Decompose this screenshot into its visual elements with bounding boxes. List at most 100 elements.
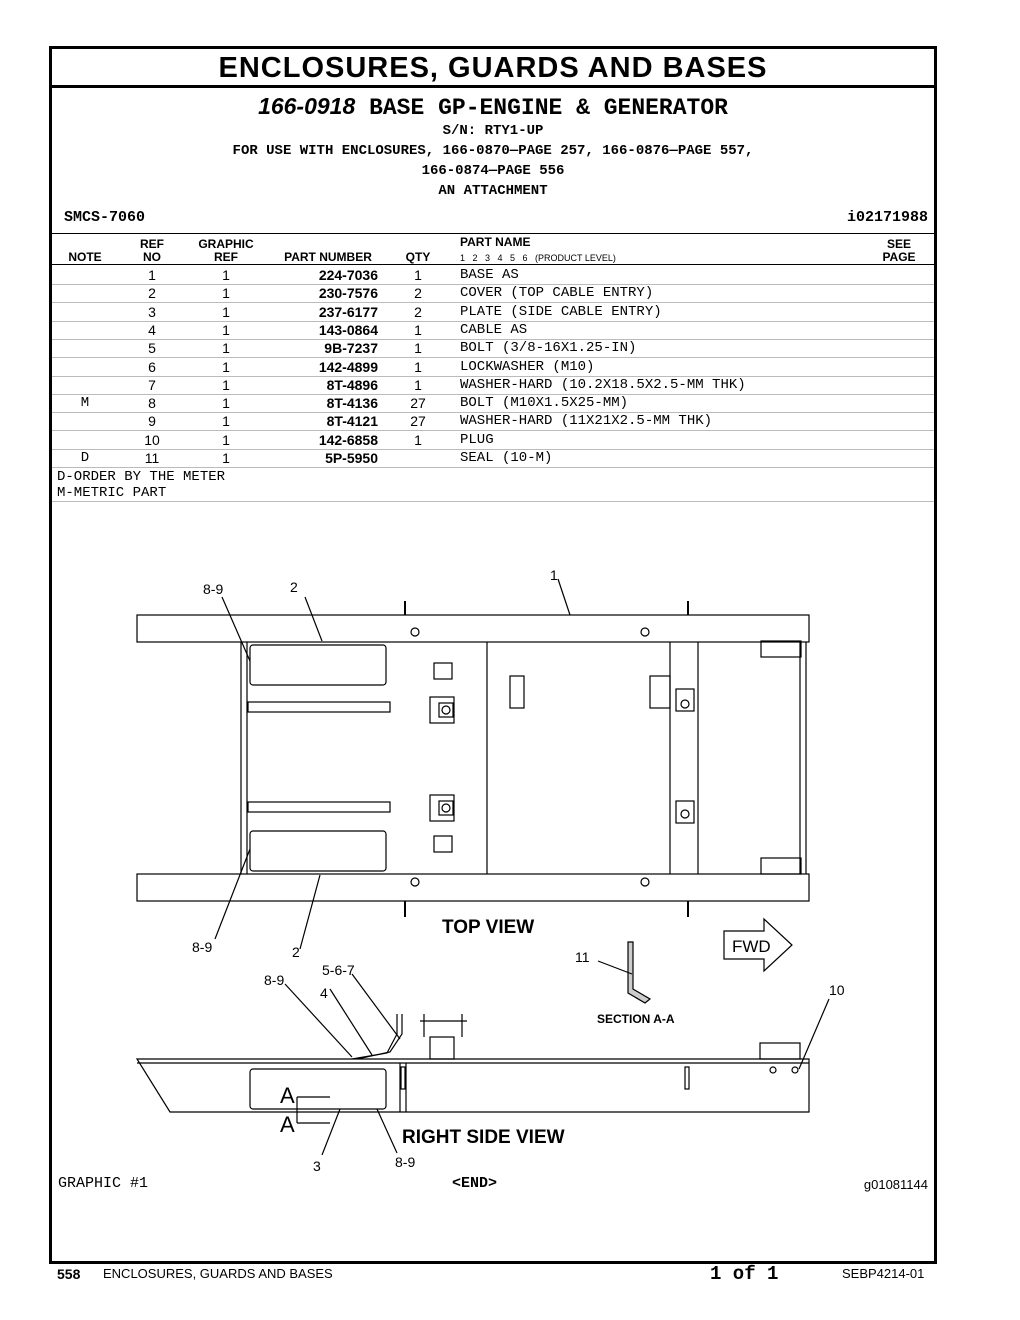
cell-ref: 8 [148, 395, 156, 412]
cell-pn: 142-6858 [318, 431, 378, 448]
cell-qty: 1 [414, 376, 422, 393]
table-row: 3 1 237-6177 2 PLATE (SIDE CABLE ENTRY) [52, 303, 934, 322]
callout-4: 4 [320, 985, 328, 1001]
callout-5-6-7: 5-6-7 [322, 962, 355, 978]
cell-name: BOLT (3/8-16X1.25-IN) [460, 340, 637, 357]
cell-pn: 9B-7237 [324, 340, 378, 357]
callout-8-9-side: 8-9 [264, 972, 284, 988]
section-title-box: ENCLOSURES, GUARDS AND BASES [52, 49, 934, 88]
header-ref-top: REF [140, 237, 164, 251]
cell-pn: 143-0864 [318, 321, 378, 338]
cell-note: D [80, 450, 90, 466]
header-see-top: SEE [886, 237, 911, 251]
footer-doc-number: SEBP4214-01 [842, 1266, 925, 1281]
header-ref-bottom: NO [143, 250, 161, 264]
cell-pn: 230-7576 [318, 285, 378, 302]
header-note: NOTE [68, 250, 102, 264]
note-d: D-ORDER BY THE METER [57, 469, 226, 485]
cell-qty: 27 [410, 395, 426, 412]
cell-qty: 1 [414, 321, 422, 338]
footer-page-of: 1 of 1 [710, 1263, 779, 1285]
smcs-code: SMCS-7060 [64, 209, 146, 226]
header-part-name: PART NAME [460, 235, 531, 249]
section-marker-a-top: A [280, 1083, 295, 1108]
footer-page-number: 558 [57, 1266, 81, 1282]
table-row: 6 1 142-4899 1 LOCKWASHER (M10) [52, 358, 934, 377]
cell-qty: 27 [410, 413, 426, 430]
cell-note: M [80, 395, 90, 412]
callout-8-9-bottom: 8-9 [192, 939, 212, 955]
callout-1: 1 [550, 567, 558, 583]
cell-qty: 1 [414, 340, 422, 357]
cell-graphic: 1 [222, 285, 230, 302]
cell-qty: 1 [414, 431, 422, 448]
cell-ref: 6 [148, 358, 156, 375]
usage-line-2: 166-0874—PAGE 556 [421, 163, 565, 179]
end-label: <END> [452, 1175, 498, 1192]
section-marker-a-bottom: A [280, 1112, 295, 1137]
cell-ref: 9 [148, 413, 156, 430]
cell-name: LOCKWASHER (M10) [460, 358, 595, 375]
cell-ref: 2 [148, 285, 156, 302]
callout-11: 11 [575, 949, 590, 965]
cell-ref: 11 [144, 450, 160, 466]
header-part-number: PART NUMBER [284, 250, 372, 264]
notes-rule [52, 501, 934, 502]
cell-name: WASHER-HARD (10.2X18.5X2.5-MM THK) [460, 376, 746, 393]
cell-name: BASE AS [460, 267, 519, 283]
header-product-level: 1 2 3 4 5 6 (PRODUCT LEVEL) [460, 253, 616, 263]
cell-pn: 224-7036 [318, 267, 378, 283]
cell-graphic: 1 [222, 431, 230, 448]
cell-ref: 10 [144, 431, 160, 448]
info-reference: i02171988 [846, 209, 928, 226]
page-frame: ENCLOSURES, GUARDS AND BASES 166-0918 BA… [49, 46, 937, 1264]
cell-graphic: 1 [222, 450, 230, 466]
graphic-code: g01081144 [863, 1177, 928, 1192]
cell-graphic: 1 [222, 340, 230, 357]
fwd-label: FWD [732, 937, 771, 956]
top-rail [136, 614, 810, 643]
cell-graphic: 1 [222, 267, 230, 283]
callout-10: 10 [829, 982, 845, 998]
bottom-rail [136, 873, 810, 902]
section-a-a-label: SECTION A-A [597, 1012, 675, 1026]
cell-pn: 8T-4136 [326, 395, 378, 412]
callout-3: 3 [313, 1158, 321, 1174]
cell-graphic: 1 [222, 303, 230, 320]
cell-qty: 2 [414, 285, 422, 302]
cell-name: CABLE AS [460, 321, 528, 338]
cell-qty: 1 [414, 358, 422, 375]
note-m: M-METRIC PART [57, 485, 167, 501]
table-top-rule [52, 233, 934, 234]
cell-name: SEAL (10-M) [460, 450, 553, 466]
cell-ref: 4 [148, 321, 156, 338]
right-side-view-label: RIGHT SIDE VIEW [402, 1127, 565, 1148]
notes-block: D-ORDER BY THE METER M-METRIC PART [57, 469, 225, 501]
header-graphic-bottom: REF [214, 250, 238, 264]
cell-ref: 3 [148, 303, 156, 320]
cell-pn: 8T-4896 [326, 376, 378, 393]
cell-pn: 5P-5950 [325, 450, 378, 466]
callout-8-9-top: 8-9 [203, 581, 223, 597]
callout-2-top: 2 [290, 579, 298, 595]
callout-2-bottom: 2 [292, 944, 300, 960]
cell-name: PLATE (SIDE CABLE ENTRY) [460, 303, 662, 320]
cell-graphic: 1 [222, 358, 230, 375]
group-heading: 166-0918 BASE GP-ENGINE & GENERATOR [52, 93, 934, 121]
cell-pn: 8T-4121 [326, 413, 378, 430]
parts-illustration: 8-9 2 1 8-9 2 11 10 8-9 5-6-7 4 3 8-9 A … [135, 567, 845, 1174]
top-cover-plate-lower [249, 830, 387, 872]
cell-pn: 142-4899 [318, 358, 378, 375]
cell-qty: 2 [414, 303, 422, 320]
cell-pn: 237-6177 [318, 303, 378, 320]
group-title: BASE GP-ENGINE & GENERATOR [369, 95, 728, 121]
cell-graphic: 1 [222, 413, 230, 430]
cell-name: BOLT (M10X1.5X25-MM) [460, 395, 629, 412]
